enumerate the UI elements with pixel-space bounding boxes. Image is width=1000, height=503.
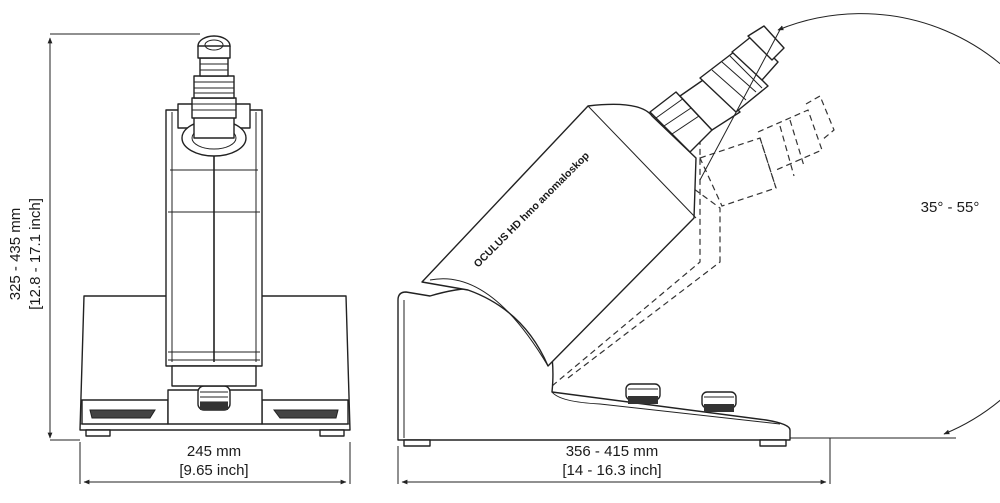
height-dimension: 325 - 435 mm [12.8 - 17.1 inch]	[7, 33, 200, 441]
front-slot-right	[273, 409, 339, 419]
side-knob-right	[701, 391, 737, 412]
front-view	[79, 35, 351, 437]
angle-dimension: 35° - 55°	[699, 13, 1000, 439]
length-dimension-value: 356 - 415 mm	[566, 443, 659, 460]
front-knob-base	[200, 402, 228, 410]
front-slot-left	[89, 409, 156, 419]
front-eyepiece-ring-lower	[191, 97, 237, 119]
angle-dimension-value: 35° - 55°	[921, 199, 980, 216]
front-eyepiece-ring-mid	[193, 75, 235, 99]
side-foot-right	[759, 439, 787, 447]
side-view: OCULUS HD hmo anomaloskop	[397, 25, 835, 447]
side-housing	[421, 103, 697, 367]
width-dimension-value: 245 mm	[187, 443, 241, 460]
length-dimension-imperial: [14 - 16.3 inch]	[562, 462, 661, 479]
front-foot-left	[85, 429, 111, 437]
side-eyepiece	[679, 25, 785, 131]
height-dimension-imperial: [12.8 - 17.1 inch]	[27, 198, 44, 310]
front-foot-right	[319, 429, 345, 437]
side-knob-left	[625, 383, 661, 404]
width-dimension-imperial: [9.65 inch]	[179, 462, 248, 479]
width-dimension: 245 mm [9.65 inch]	[79, 442, 351, 485]
side-foot-left	[403, 439, 431, 447]
length-dimension: 356 - 415 mm [14 - 16.3 inch]	[397, 438, 831, 485]
height-dimension-value: 325 - 435 mm	[7, 208, 24, 301]
